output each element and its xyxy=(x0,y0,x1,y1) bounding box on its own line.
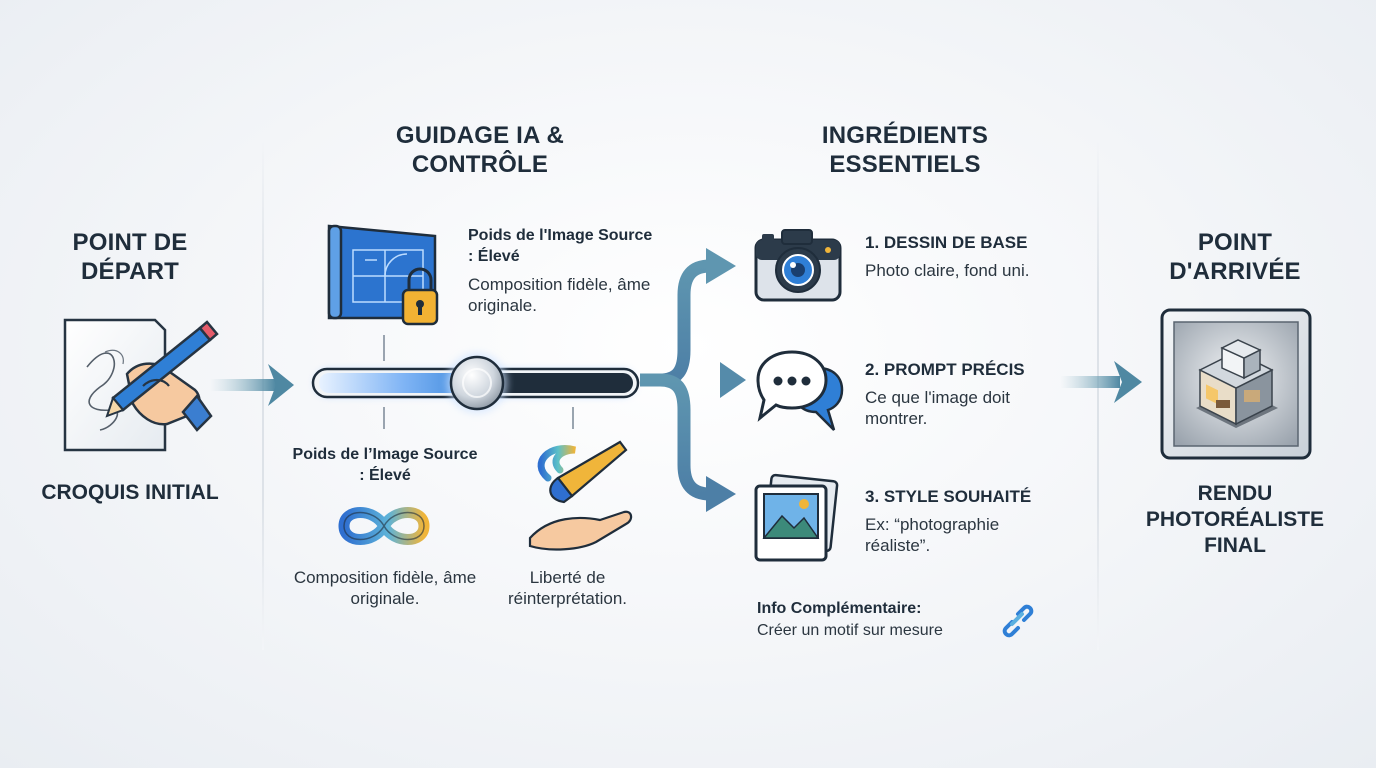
render-frame xyxy=(1160,308,1312,460)
link-icon[interactable] xyxy=(998,602,1034,638)
ingredient-text-2: Ce que l'image doit montrer. xyxy=(865,388,1010,428)
ingredient-text-1: Photo claire, fond uni. xyxy=(865,261,1030,280)
control-left-text: Composition fidèle, âme originale. xyxy=(293,568,477,608)
arrow-right-icon-2 xyxy=(1060,361,1142,403)
control-right-text: Liberté de réinterprétation. xyxy=(507,568,628,608)
weight-slider[interactable] xyxy=(305,335,650,435)
sketch-hand-icon xyxy=(63,318,219,452)
ingredients-title: INGRÉDIENTS ESSENTIELS xyxy=(821,122,989,178)
start-label: CROQUIS INITIAL xyxy=(41,481,219,504)
divider-right xyxy=(1097,140,1099,650)
start-title: POINT DE DÉPART xyxy=(72,229,188,285)
blueprint-lock-icon xyxy=(327,224,439,326)
control-top-title: Poids de l'Image Source : Élevé xyxy=(468,227,653,265)
control-title: GUIDAGE IA & CONTRÔLE xyxy=(395,122,565,178)
ingredient-title-3: 3. STYLE SOUHAITÉ xyxy=(865,487,1032,506)
info-text: Créer un motif sur mesure xyxy=(757,622,943,639)
slider-knob[interactable] xyxy=(449,355,505,411)
control-left-title: Poids de l’Image Source : Élevé xyxy=(292,446,478,484)
control-top-text: Composition fidèle, âme originale. xyxy=(468,275,651,315)
info-title: Info Complémentaire: xyxy=(757,600,922,617)
camera-icon xyxy=(754,229,842,302)
ingredient-title-2: 2. PROMPT PRÉCIS xyxy=(865,360,1025,379)
arrow-right-icon xyxy=(210,364,294,406)
paintbrush-hand-icon xyxy=(528,440,633,551)
ingredient-text-3: Ex: “photographie réaliste”. xyxy=(865,515,1000,555)
branch-arrows xyxy=(640,248,746,512)
divider-left xyxy=(262,140,264,650)
chat-bubbles-icon xyxy=(756,350,844,431)
end-title: POINT D'ARRIVÉE xyxy=(1169,229,1301,285)
end-label: RENDU PHOTORÉALISTE FINAL xyxy=(1145,482,1325,557)
ingredient-title-1: 1. DESSIN DE BASE xyxy=(865,233,1028,252)
photo-gallery-icon xyxy=(754,473,839,562)
infinity-icon xyxy=(338,507,430,545)
